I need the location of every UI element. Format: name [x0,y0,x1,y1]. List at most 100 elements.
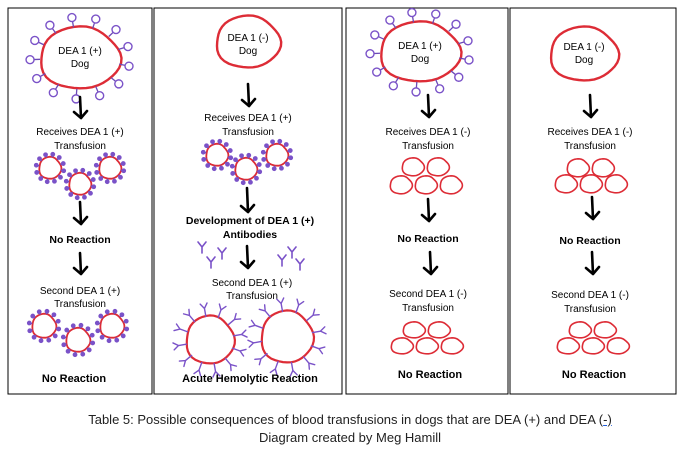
rbc-membrane [205,142,230,167]
antigen-marker-icon [114,79,124,89]
down-arrow-icon [422,250,439,276]
antigen-marker-icon [261,157,267,162]
arrow-shaft [426,93,431,119]
arrow-head [420,212,437,223]
panel-2-border [153,7,343,395]
arrow-head [239,259,256,270]
antigen-marker-icon [123,318,129,324]
antigen-marker-icon [30,313,36,319]
transfusion1-line1: Receives DEA 1 (+) [36,127,124,138]
antigen-marker-icon [365,48,375,59]
antibody-icon [217,247,227,260]
antigen-marker-icon [31,334,37,340]
dog-cell-dea-negative [215,14,283,69]
rbc-membrane [556,336,581,355]
antigen-marker-icon [98,313,104,319]
transfusion2-line1: Second DEA 1 (+) [212,278,292,289]
reaction1-label: No Reaction [49,234,110,246]
antigen-marker-icon [37,156,42,162]
antigen-marker-icon [90,340,96,346]
antigen-marker-icon [124,61,134,71]
arrow-head [584,265,601,276]
arrow-shaft [590,195,595,221]
antigen-marker-icon [61,168,67,174]
arrow-head [72,265,89,276]
rbc-membrane [579,173,604,194]
final-outcome-label: No Reaction [562,369,626,381]
donor-rbc-group-positive [26,308,130,358]
antigen-marker-icon [454,72,464,82]
antigen-marker-icon [256,162,262,167]
antigen-marker-icon [116,155,122,160]
arrow-shaft [426,197,431,223]
antigen-marker-icon [270,139,275,145]
bound-antibody-icon [224,357,238,372]
antigen-marker-icon [124,326,130,332]
rbc-membrane [99,312,126,339]
dog-label-line1: DEA 1 (-) [563,42,604,53]
antigen-marker-icon [372,67,382,77]
antigen-marker-icon [252,156,258,161]
antigen-marker-icon [48,87,59,98]
antigen-marker-icon [210,139,215,145]
arrow-head [584,210,601,221]
antigen-marker-icon [73,168,78,174]
antigen-marker-icon [36,309,42,315]
antibody-icon [197,241,207,254]
donor-rbc-group-positive [200,138,294,186]
antigen-marker-icon [91,184,97,190]
panel-borders [7,7,677,395]
rbc-membrane [260,309,316,364]
rbc-membrane [38,155,63,180]
panel-3-border [345,7,509,395]
antigen-marker-icon [91,14,101,24]
antigen-marker-icon [67,12,77,23]
antigen-marker-icon [201,157,207,162]
down-arrow-icon [72,200,89,226]
rbc-membrane [402,320,427,339]
rbc-membrane [401,156,426,177]
antibody-icon [295,258,305,271]
antigen-marker-icon [99,334,105,340]
bound-antibody-icon [173,323,189,333]
dog-cell-dea-negative [549,25,621,82]
transfusion1-line1: Receives DEA 1 (+) [204,113,292,124]
antigen-marker-icon [56,155,62,160]
transfusion1-line1: Receives DEA 1 (-) [547,127,632,138]
bound-antibody-icon [310,345,326,355]
antigen-marker-icon [45,20,55,30]
antigen-marker-icon [52,333,58,339]
rbc-membrane [606,336,631,355]
antigen-marker-icon [85,326,91,332]
transfusion2-line1: Second DEA 1 (-) [389,289,467,300]
bound-antibody-icon [212,362,221,378]
rbc-membrane [414,174,439,195]
transfusion-diagram: DEA 1 (+) Dog Receives DEA 1 (+) Transfu… [7,7,677,395]
antigen-marker-icon [60,161,66,166]
antibody-development-line1: Development of DEA 1 (+) [186,215,314,227]
antigen-marker-icon [65,348,71,354]
antigen-marker-icon [58,174,63,180]
rbc-membrane [593,320,618,339]
down-arrow-icon [240,82,257,108]
antigen-marker-icon [90,177,96,182]
arrow-shaft [78,95,83,120]
antigen-marker-icon [257,169,263,175]
down-arrow-icon [582,93,599,119]
antigen-marker-icon [51,312,57,318]
transfusion2-line1: Second DEA 1 (-) [551,290,629,301]
antigen-marker-icon [110,151,116,157]
panel-1-border [7,7,153,395]
transfusion2-line2: Transfusion [402,303,454,314]
antigen-marker-icon [70,323,76,329]
antibody-coated-rbc-group [172,297,327,378]
antigen-marker-icon [94,90,105,101]
antigen-marker-icon [464,55,474,65]
down-arrow-icon [239,244,256,270]
rbc-membrane [234,156,259,181]
rbc-membrane [581,336,606,355]
antigen-marker-icon [30,35,40,46]
antigen-marker-icon [233,157,238,163]
transfusion1-line2: Transfusion [222,127,274,138]
bound-antibody-icon [254,352,268,366]
